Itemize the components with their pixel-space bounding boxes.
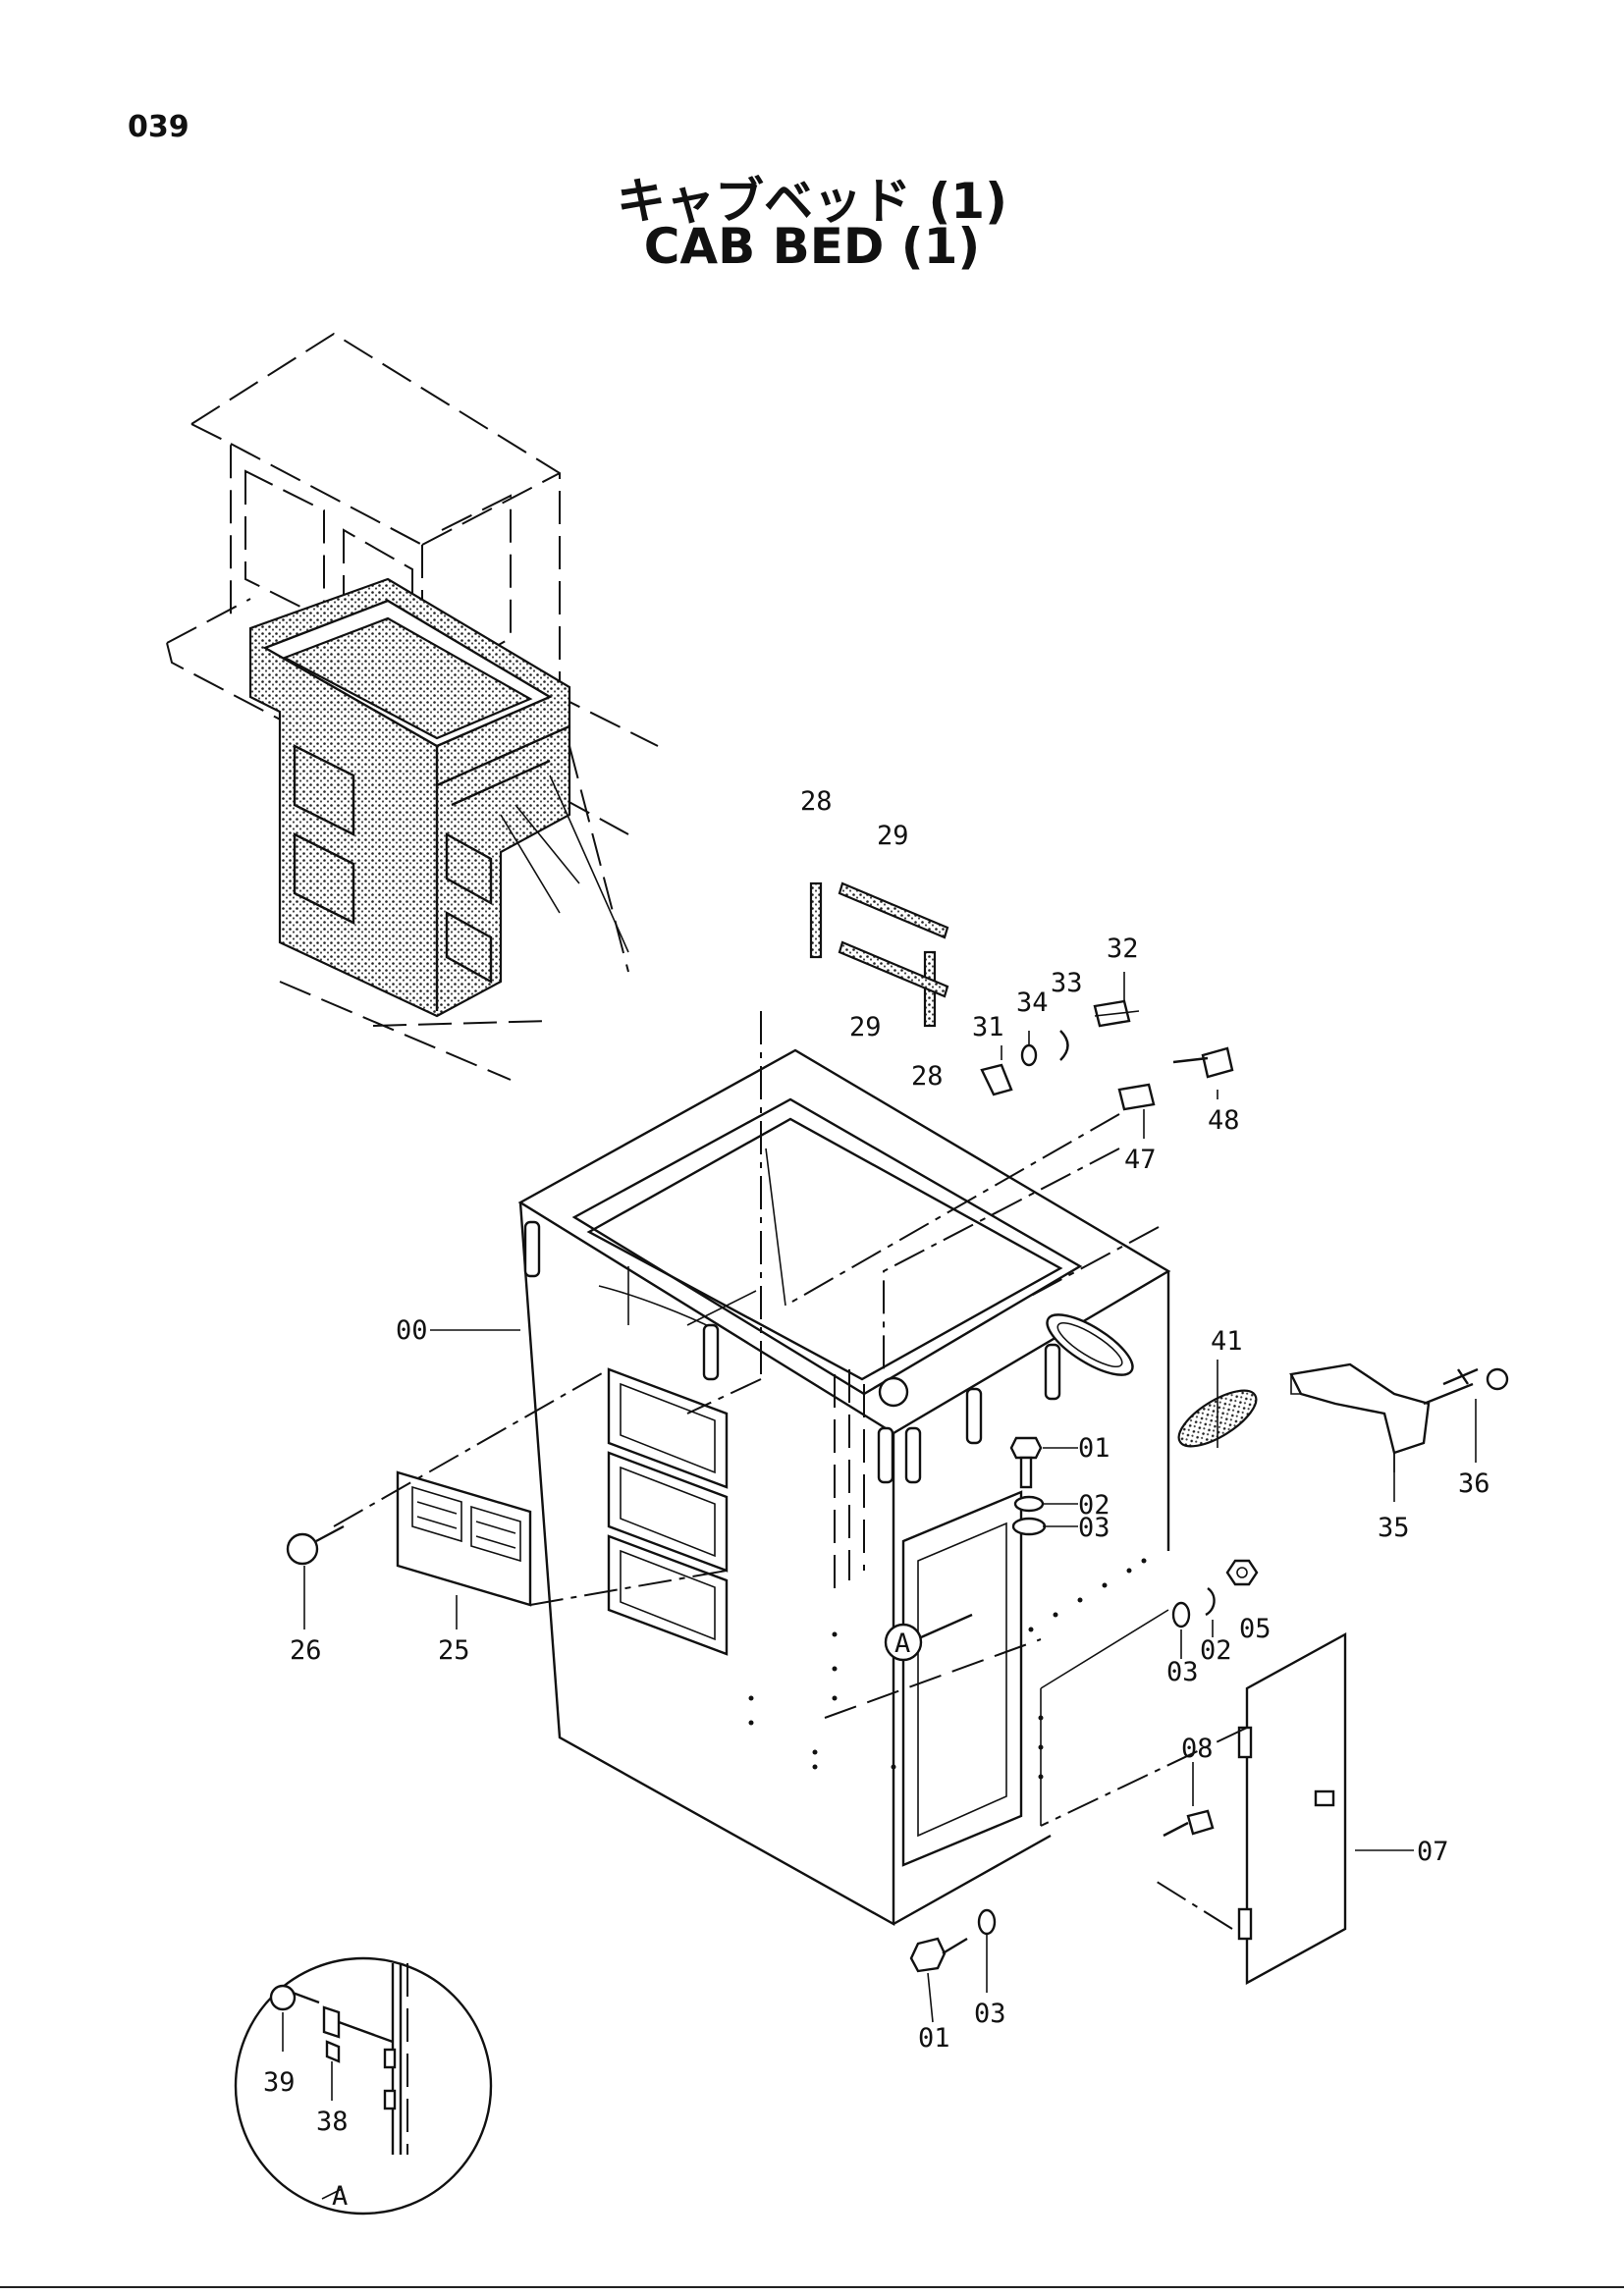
bolt-holes: [748, 1558, 1147, 1780]
callout-38: 38: [316, 2107, 349, 2137]
callout-48: 48: [1208, 1105, 1240, 1136]
detail-reference-a: A: [884, 1613, 973, 1662]
callout-05: 05: [1239, 1614, 1272, 1644]
hardware-right: [909, 1436, 1259, 1973]
cab-bed-frame: [517, 1011, 1171, 1927]
callout-39: 39: [263, 2067, 296, 2098]
callout-labels: 00 01 02 03 03 02 05 07 08 01 03 25 26 2…: [263, 786, 1490, 2212]
callout-03: 03: [1078, 1513, 1110, 1543]
callout-32: 32: [1107, 934, 1139, 964]
callout-35: 35: [1378, 1513, 1410, 1543]
detail-a: [234, 1956, 493, 2216]
callout-08: 08: [1181, 1734, 1214, 1764]
callout-36: 36: [1458, 1468, 1490, 1499]
svg-text:A: A: [894, 1629, 910, 1659]
callout-28: 28: [911, 1061, 944, 1092]
detail-label-a: A: [332, 2181, 348, 2212]
callout-41: 41: [1211, 1326, 1243, 1357]
callout-31: 31: [972, 1012, 1004, 1042]
parts-28-29: [809, 881, 949, 1028]
callout-28: 28: [800, 786, 833, 817]
title-english: CAB BED (1): [643, 218, 981, 275]
callout-33: 33: [1051, 968, 1083, 998]
callout-47: 47: [1124, 1145, 1157, 1175]
callout-29: 29: [877, 821, 909, 851]
callout-07: 07: [1417, 1837, 1449, 1867]
callout-02: 02: [1078, 1490, 1110, 1521]
callout-25: 25: [438, 1635, 470, 1666]
callout-01: 01: [1078, 1433, 1110, 1464]
page-number: 039: [128, 110, 189, 144]
callout-00: 00: [396, 1315, 428, 1346]
title-japanese: キャブベッド (1): [617, 173, 1007, 230]
footer-rule: [0, 2286, 1624, 2288]
leader-lines: [282, 972, 1477, 2200]
callout-03: 03: [974, 1999, 1006, 2029]
callout-03: 03: [1166, 1657, 1199, 1687]
callout-34: 34: [1016, 988, 1049, 1018]
vent-cover-25: [286, 1368, 728, 1607]
door-07: [1040, 1631, 1347, 1986]
hardware-top: [980, 999, 1234, 1111]
callout-02: 02: [1200, 1635, 1232, 1666]
callout-01: 01: [918, 2023, 950, 2054]
bracket-35: [1289, 1362, 1509, 1472]
callout-26: 26: [290, 1635, 322, 1666]
overview-cab: [166, 332, 659, 1081]
callout-29: 29: [849, 1012, 882, 1042]
